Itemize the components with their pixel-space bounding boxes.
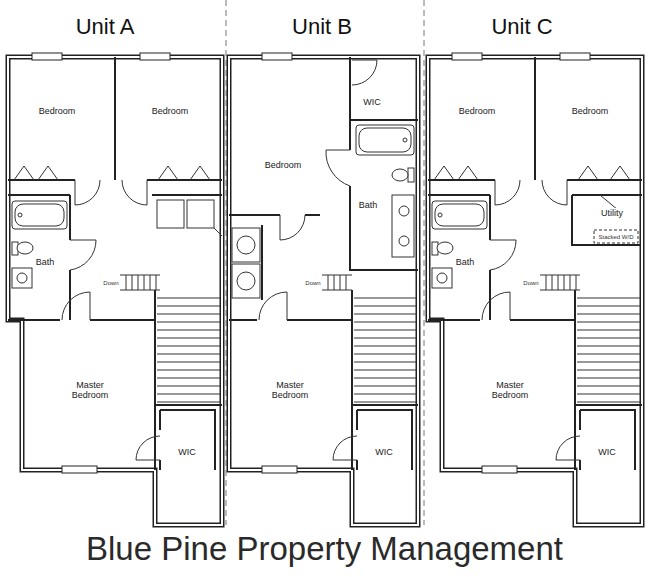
unit-plan-part xyxy=(229,57,418,525)
unit-plan-part xyxy=(392,195,414,257)
unit-region: Unit A Bedroom BedroomBathMaster BedroomWI… xyxy=(0,0,226,530)
room-label-box: WIC xyxy=(596,446,618,458)
unit-plan-part xyxy=(399,236,409,246)
unit-plan-part xyxy=(232,228,260,262)
unit-plan-part xyxy=(354,298,416,402)
unit-plan xyxy=(428,53,642,525)
room-name: WIC xyxy=(597,447,617,457)
unit-plan xyxy=(8,53,222,525)
room-name: WIC xyxy=(374,447,394,457)
room-name: WIC xyxy=(362,97,382,107)
room-label-box: Master Bedroom xyxy=(63,379,117,402)
room-name: Bedroom xyxy=(38,106,77,116)
unit-plan-part xyxy=(237,272,255,290)
utility-room-part xyxy=(572,195,640,245)
unit-region: Unit CBedroomBedroomUtilityBathMaster Be… xyxy=(424,0,649,530)
room-label-box: Utility xyxy=(599,207,625,219)
unit-plan-part xyxy=(229,57,418,525)
room-name: Utility xyxy=(600,208,624,218)
room-label-box: Master Bedroom xyxy=(483,379,537,402)
utility-room-part xyxy=(594,230,638,243)
unit-plan-part xyxy=(326,150,350,186)
unit-region: Unit BBedroomWICBathMaster BedroomWIC xyxy=(226,0,424,530)
unit-plan-part xyxy=(262,466,297,473)
plan-note: Down xyxy=(305,280,320,287)
unit-plan-part xyxy=(322,275,352,290)
unit-divider xyxy=(226,0,424,525)
unit-plan-part xyxy=(399,206,409,216)
unit-plan-part xyxy=(403,138,407,142)
room-label-box: Bedroom xyxy=(263,159,304,171)
unit-plan-part xyxy=(261,225,263,300)
room-name: Bedroom xyxy=(571,106,610,116)
utility-room-part xyxy=(573,197,639,244)
plan-note: Stacked W/D xyxy=(598,234,633,241)
room-name: Bath xyxy=(455,257,476,267)
unit-plan-part xyxy=(356,125,414,155)
room-label-box: Bedroom xyxy=(570,105,611,117)
laundry-fixture-part xyxy=(157,200,184,228)
unit-heading: Unit B xyxy=(223,0,421,40)
utility-room xyxy=(572,195,640,245)
caption: Blue Pine Property Management xyxy=(0,530,649,568)
room-name: Bath xyxy=(358,200,379,210)
laundry-fixture-part xyxy=(214,228,222,236)
unit-heading: Unit C xyxy=(410,0,635,40)
unit-plan-part xyxy=(229,214,320,216)
unit-plan-part xyxy=(359,128,411,152)
unit-plan-part xyxy=(229,290,352,470)
unit-plan-part xyxy=(237,236,255,254)
room-label-box: Bedroom xyxy=(457,105,498,117)
unit-plan-part xyxy=(259,292,287,320)
unit-plan-part xyxy=(352,60,377,85)
room-label-box: Bedroom xyxy=(150,105,191,117)
room-name: Bedroom xyxy=(264,160,303,170)
room-name: Bath xyxy=(35,257,56,267)
unit-plan-part xyxy=(232,264,260,298)
room-label-box: Bedroom xyxy=(37,105,78,117)
unit-divider-part xyxy=(226,0,227,525)
room-label-box: Bath xyxy=(454,256,477,268)
unit-divider-part xyxy=(424,0,425,525)
laundry-fixture xyxy=(157,200,222,236)
unit-heading: Unit A xyxy=(0,0,218,40)
laundry-fixture-part xyxy=(187,200,214,228)
room-name: Bedroom xyxy=(151,106,190,116)
room-name: Master Bedroom xyxy=(484,380,536,401)
room-name: Bedroom xyxy=(458,106,497,116)
room-name: Master Bedroom xyxy=(64,380,116,401)
unit-plan xyxy=(229,53,418,525)
plan-note: Down xyxy=(523,280,538,287)
unit-plan-part xyxy=(333,436,357,460)
unit-plan-part xyxy=(280,215,305,240)
unit-plan-part xyxy=(350,57,418,270)
unit-plan-part xyxy=(352,405,418,470)
room-name: Master Bedroom xyxy=(264,380,316,401)
room-label-box: Master Bedroom xyxy=(263,379,317,402)
room-label-box: Bath xyxy=(34,256,57,268)
room-label-box: WIC xyxy=(373,446,395,458)
unit-plan-part xyxy=(408,168,414,182)
unit-plan-part xyxy=(262,53,292,60)
room-name: WIC xyxy=(177,447,197,457)
unit-plan-part xyxy=(392,169,408,181)
room-label-box: WIC xyxy=(361,96,383,108)
room-label-box: Bath xyxy=(357,199,380,211)
room-label-box: WIC xyxy=(176,446,198,458)
plan-note: Down xyxy=(103,280,118,287)
